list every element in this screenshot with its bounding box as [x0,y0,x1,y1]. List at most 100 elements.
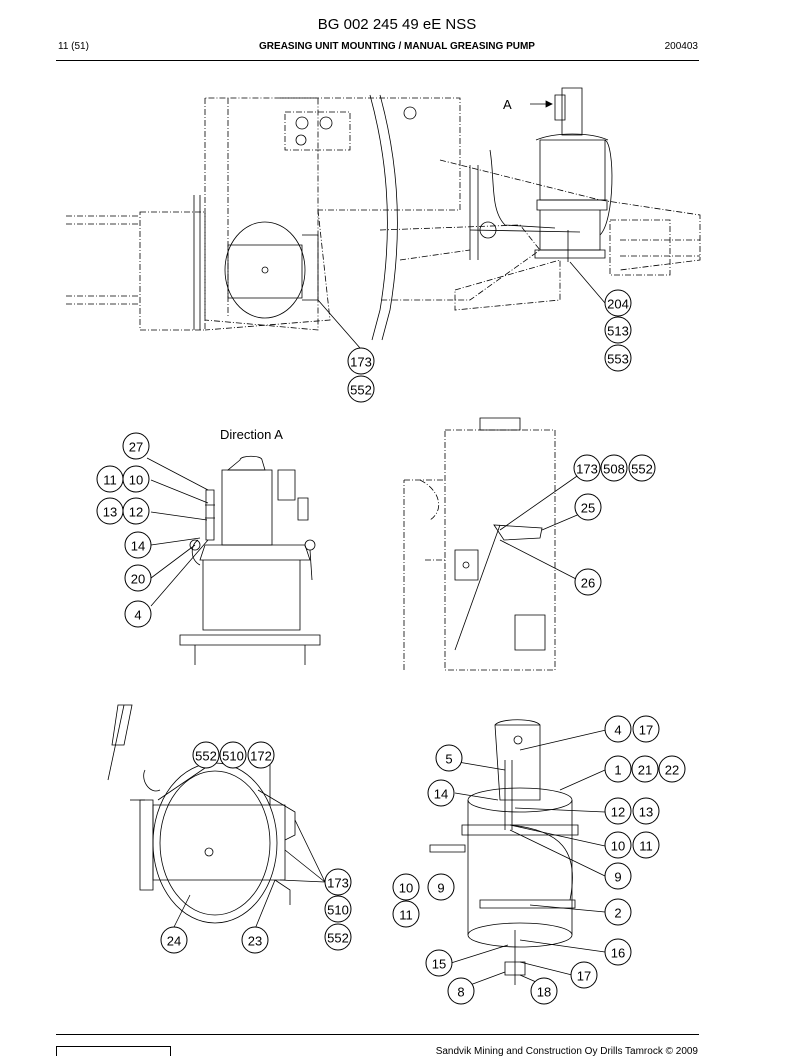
callout-c9b: 9 [427,873,455,901]
callout-circle [530,977,558,1005]
page-reference: 11 (51) [58,41,89,52]
callout-c21: 21 [631,755,659,783]
callout-label: 5 [445,752,452,767]
callout-circle [122,497,150,525]
callout-label: 173 [327,876,349,891]
callout-label: 10 [129,473,143,488]
callout-circle [604,715,632,743]
callout-circle [324,923,352,951]
reel-assembly-drawing [107,704,296,924]
callout-c18: 18 [530,977,558,1005]
view-marker-a: A [503,97,512,112]
callout-label: 10 [611,839,625,854]
side-view-drawing [403,417,556,671]
callout-label: 9 [437,881,444,896]
callout-circle [347,347,375,375]
callout-label: 26 [581,576,595,591]
callout-circle [347,375,375,403]
callout-label: 13 [639,805,653,820]
leader-lines [146,261,607,986]
callout-c27: 27 [122,432,150,460]
callout-circle [392,873,420,901]
callout-c14a: 14 [124,531,152,559]
callout-label: 17 [577,969,591,984]
callout-circle [632,715,660,743]
callout-circle [604,831,632,859]
callout-circle [247,741,275,769]
callout-c11c: 11 [392,900,420,928]
callout-circle [124,564,152,592]
callout-label: 11 [103,473,117,488]
callout-c10c: 10 [392,873,420,901]
callout-circle [604,755,632,783]
document-title: BG 002 245 49 eE NSS [317,16,477,33]
callout-circle [160,926,188,954]
callout-c14b: 14 [427,779,455,807]
callout-circle [122,432,150,460]
callout-c13a: 13 [96,497,124,525]
callout-c17b: 17 [570,961,598,989]
callout-label: 552 [350,383,372,398]
callout-c552b: 552 [628,454,656,482]
callout-label: 8 [457,985,464,1000]
callout-label: 4 [614,723,621,738]
header-rule [56,60,699,61]
callout-c5: 5 [435,744,463,772]
callout-circle [604,797,632,825]
callout-c510b: 510 [324,895,352,923]
callout-label: 27 [129,440,143,455]
callout-label: 12 [611,805,625,820]
top-reel-drawing [224,221,319,319]
callout-label: 173 [350,355,372,370]
callout-label: 508 [603,462,625,477]
callout-circle [632,831,660,859]
callout-circle [435,744,463,772]
callout-circle [604,316,632,344]
callout-circle [427,779,455,807]
callout-circle [241,926,269,954]
callout-circle [219,741,247,769]
callout-label: 204 [607,297,629,312]
direction-a-pump-drawing [179,455,321,665]
callout-label: 513 [607,324,629,339]
callout-circle [570,961,598,989]
callout-label: 25 [581,501,595,516]
callout-c12b: 12 [604,797,632,825]
callout-c1: 1 [604,755,632,783]
section-title: GREASING UNIT MOUNTING / MANUAL GREASING… [259,41,535,52]
footer-copyright: Sandvik Mining and Construction Oy Drill… [435,1046,698,1057]
callout-circle [324,868,352,896]
top-frame-solid [193,94,581,341]
sandvik-logo [56,1046,171,1056]
callout-label: 2 [614,906,621,921]
callout-label: 21 [638,763,652,778]
callout-c11b: 11 [632,831,660,859]
callout-circle [658,755,686,783]
top-frame-drawing [66,97,701,331]
callout-circle [427,873,455,901]
callout-c173b: 173 [573,454,601,482]
callout-circle [574,568,602,596]
callout-c23: 23 [241,926,269,954]
callout-label: 173 [576,462,598,477]
callout-c173a: 173 [347,347,375,375]
callout-c11a: 11 [96,465,124,493]
callout-c173c: 173 [324,868,352,896]
callout-circle [574,493,602,521]
callout-circle [632,797,660,825]
callout-c4a: 4 [124,600,152,628]
callout-c10b: 10 [604,831,632,859]
callout-label: 20 [131,572,145,587]
callout-label: 4 [134,608,141,623]
callout-label: 14 [434,787,448,802]
callout-circle [447,977,475,1005]
callout-c510a: 510 [219,741,247,769]
callout-circle [425,949,453,977]
callout-label: 11 [399,908,413,923]
callout-c9a: 9 [604,862,632,890]
callout-c20: 20 [124,564,152,592]
callout-c172: 172 [247,741,275,769]
callout-label: 553 [607,352,629,367]
callout-c552c: 552 [192,741,220,769]
